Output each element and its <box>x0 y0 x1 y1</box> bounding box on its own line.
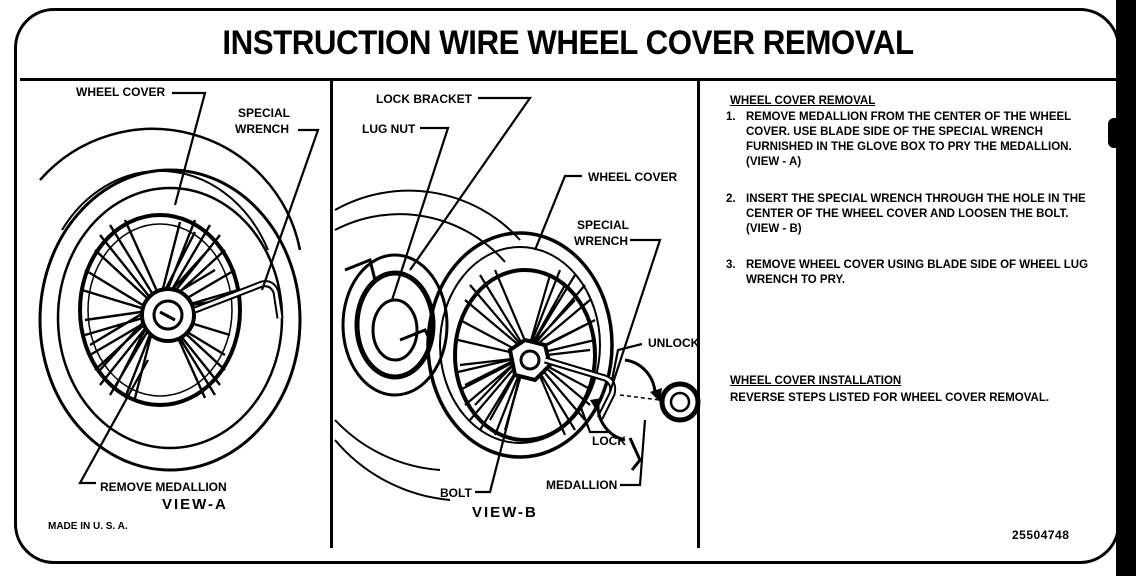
label-title: INSTRUCTION WIRE WHEEL COVER REMOVAL <box>222 24 914 62</box>
view-a-label: VIEW-A <box>162 496 228 513</box>
label-medallion: MEDALLION <box>546 478 618 492</box>
part-number: 25504748 <box>1012 528 1070 542</box>
step-2-line-1: INSERT THE SPECIAL WRENCH THROUGH THE HO… <box>746 193 1086 205</box>
label-special-wrench-b-line2: WRENCH <box>574 234 628 248</box>
label-special-wrench-a-line1: SPECIAL <box>238 106 291 120</box>
step-1-number: 1. <box>726 111 736 123</box>
view-b-label: VIEW-B <box>472 504 538 521</box>
label-remove-medallion: REMOVE MEDALLION <box>100 480 227 494</box>
installation-text: REVERSE STEPS LISTED FOR WHEEL COVER REM… <box>730 392 1050 404</box>
label-lug-nut: LUG NUT <box>362 122 416 136</box>
scan-edge <box>1116 0 1136 576</box>
installation-heading: WHEEL COVER INSTALLATION <box>730 375 902 387</box>
step-1-line-4: (VIEW - A) <box>746 156 802 168</box>
removal-heading: WHEEL COVER REMOVAL <box>730 95 876 107</box>
title-divider <box>20 78 1116 81</box>
label-special-wrench-a-line2: WRENCH <box>235 122 289 136</box>
step-1-line-3: FURNISHED IN THE GLOVE BOX TO PRY THE ME… <box>746 141 1072 153</box>
step-3-number: 3. <box>726 259 736 271</box>
label-wheel-cover-b: WHEEL COVER <box>588 170 678 184</box>
label-wheel-cover-a: WHEEL COVER <box>76 85 166 99</box>
step-2-line-3: (VIEW - B) <box>746 223 802 235</box>
label-special-wrench-b-line1: SPECIAL <box>577 218 630 232</box>
made-in-usa: MADE IN U. S. A. <box>48 521 128 532</box>
step-3-line-2: WRENCH TO PRY. <box>746 274 846 286</box>
divider-view-a-view-b <box>330 80 333 548</box>
divider-view-b-text <box>697 80 700 548</box>
step-1-line-2: COVER. USE BLADE SIDE OF THE SPECIAL WRE… <box>746 126 1043 138</box>
label-bolt: BOLT <box>440 486 472 500</box>
step-2-line-2: CENTER OF THE WHEEL COVER AND LOOSEN THE… <box>746 208 1069 220</box>
label-lock: LOCK <box>592 434 626 448</box>
step-1-line-1: REMOVE MEDALLION FROM THE CENTER OF THE … <box>746 111 1072 123</box>
label-unlock: UNLOCK <box>648 336 700 350</box>
label-lock-bracket: LOCK BRACKET <box>376 92 472 106</box>
step-2-number: 2. <box>726 193 736 205</box>
step-3-line-1: REMOVE WHEEL COVER USING BLADE SIDE OF W… <box>746 259 1089 271</box>
scan-mark <box>1108 118 1122 148</box>
